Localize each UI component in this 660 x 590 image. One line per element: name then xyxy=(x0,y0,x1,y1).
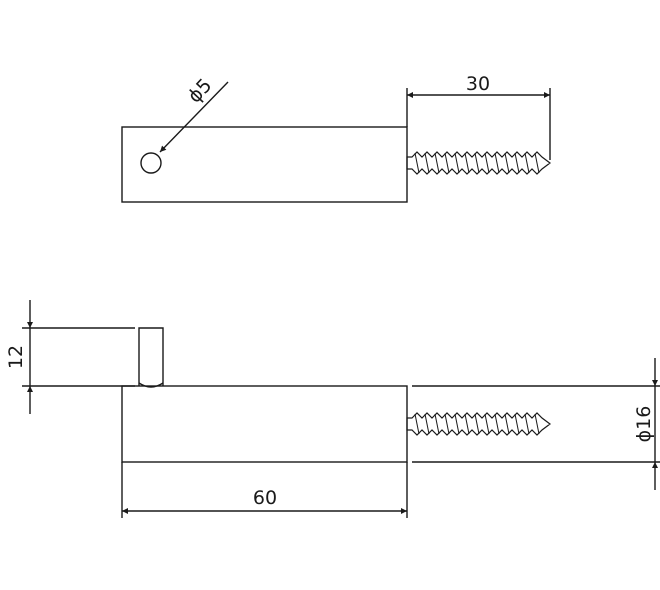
screw-thread-line xyxy=(464,413,470,435)
hole-leader-line xyxy=(159,81,229,153)
screw-thread-line xyxy=(434,413,440,435)
screw-thread-line xyxy=(534,152,540,174)
side-view-body xyxy=(121,385,408,463)
side-screw xyxy=(406,412,551,436)
screw-thread-line xyxy=(524,152,530,174)
screw-thread-line xyxy=(444,152,450,174)
screw-thread-outline xyxy=(406,151,551,175)
screw-thread-line xyxy=(494,152,500,174)
screw-thread-outline xyxy=(406,412,551,436)
screw-length-label: 30 xyxy=(466,73,490,95)
screw-thread-line xyxy=(484,413,490,435)
hole-diameter-label: ϕ5 xyxy=(184,74,217,107)
top-view-body xyxy=(121,126,408,203)
body-length-label: 60 xyxy=(253,487,277,509)
screw-thread-line xyxy=(414,152,420,174)
screw-thread-line xyxy=(514,152,520,174)
screw-thread-line xyxy=(474,152,480,174)
screw-thread-line xyxy=(454,413,460,435)
screw-thread-line xyxy=(514,413,520,435)
screw-thread-line xyxy=(444,413,450,435)
screw-thread-line xyxy=(454,152,460,174)
screw-thread-line xyxy=(434,152,440,174)
screw-thread-line xyxy=(534,413,540,435)
screw-thread-line xyxy=(504,152,510,174)
hanger-pin xyxy=(138,327,164,386)
top-view xyxy=(121,81,551,203)
screw-thread-line xyxy=(414,413,420,435)
mounting-hole xyxy=(140,152,162,174)
side-view xyxy=(22,300,660,518)
screw-thread-line xyxy=(524,413,530,435)
body-diameter-label: ϕ16 xyxy=(633,406,655,443)
pin-height-label: 12 xyxy=(5,345,27,369)
hanger-pin-base-curve xyxy=(138,382,164,388)
screw-thread-line xyxy=(424,413,430,435)
screw-thread-line xyxy=(474,413,480,435)
screw-thread-line xyxy=(494,413,500,435)
screw-thread-line xyxy=(424,152,430,174)
top-screw xyxy=(406,151,551,175)
screw-thread-line xyxy=(484,152,490,174)
screw-thread-line xyxy=(504,413,510,435)
screw-thread-line xyxy=(464,152,470,174)
